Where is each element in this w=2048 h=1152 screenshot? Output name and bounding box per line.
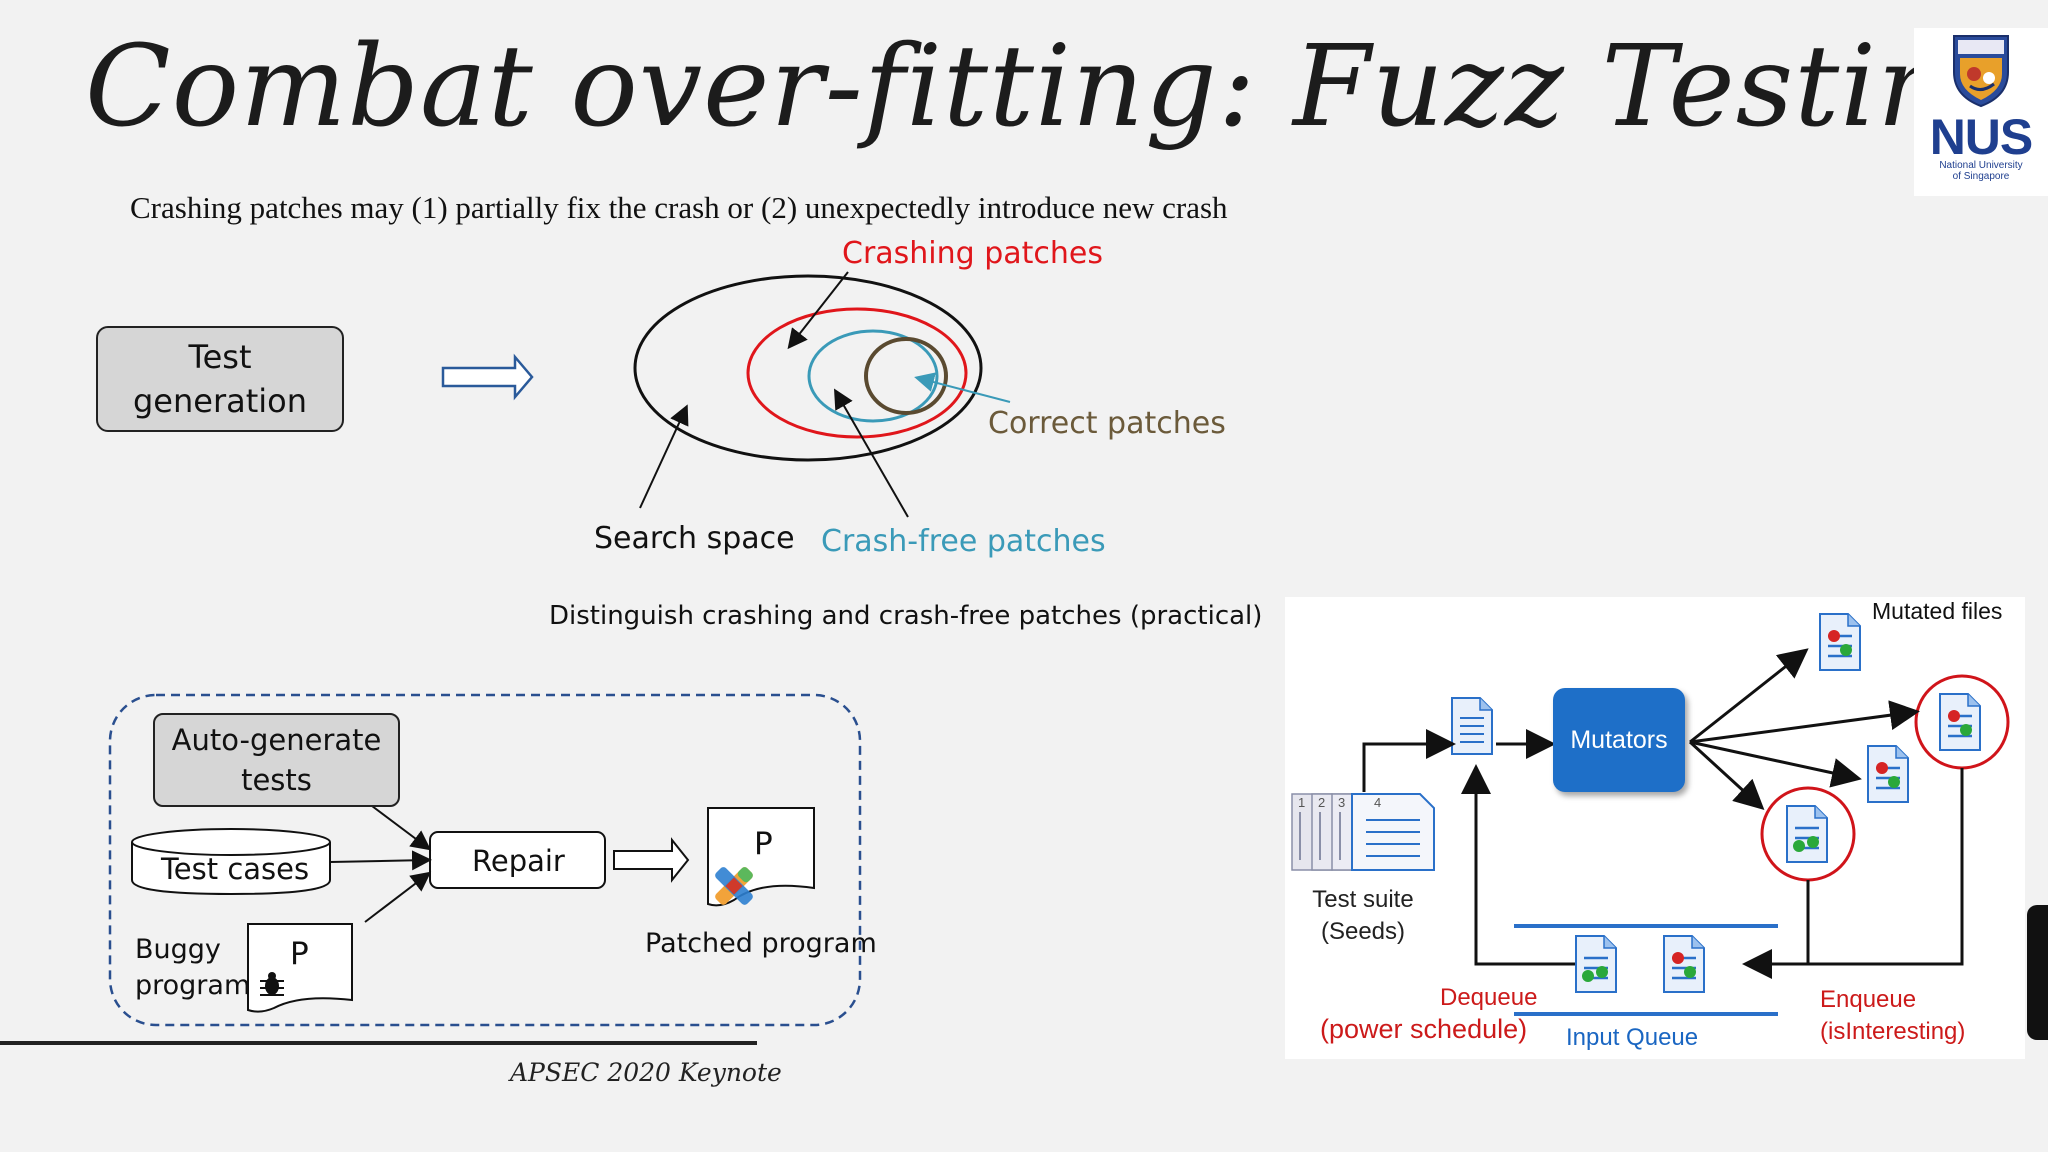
- power-schedule-label: (power schedule): [1320, 1014, 1528, 1044]
- nus-logo-subtitle-line1: National University: [1939, 160, 2023, 171]
- mutated-file-icon: [1818, 612, 1862, 672]
- test-cases-cylinder: [131, 842, 331, 896]
- seed-number-1: 1: [1298, 795, 1306, 810]
- test-generation-line1: Test: [188, 338, 252, 376]
- test-suite-line1: Test suite: [1312, 886, 1414, 913]
- nus-logo-subtitle: National University of Singapore: [1914, 160, 2048, 182]
- footer-text: APSEC 2020 Keynote: [510, 1058, 782, 1087]
- search-space-pointer: [639, 404, 689, 509]
- mutated-file-icon-interesting: [1938, 692, 1982, 752]
- test-suite-label: Test suite (Seeds): [1298, 884, 1428, 948]
- crashing-patches-ellipse: [746, 307, 968, 439]
- auto-generate-line1: Auto-generate: [171, 723, 382, 757]
- enqueue-label: Enqueue: [1820, 986, 1917, 1013]
- nus-logo: [1914, 28, 2048, 196]
- mutated-file-icon-interesting: [1785, 804, 1829, 864]
- queued-file-icon: [1662, 934, 1706, 994]
- crashing-pointer: [787, 271, 849, 350]
- slide-title: Combat over-fitting: Fuzz Testing: [85, 22, 2023, 152]
- patched-program-letter: P: [754, 826, 773, 862]
- crashing-patches-label: Crashing patches: [842, 236, 1104, 271]
- buggy-label-line1: Buggy: [135, 934, 221, 965]
- repair-dashed-region: [108, 693, 862, 1027]
- auto-generate-line2: tests: [241, 763, 312, 797]
- search-space-label: Search space: [594, 521, 795, 556]
- buggy-program-letter: P: [290, 936, 309, 972]
- venn-caption: Distinguish crashing and crash-free patc…: [549, 601, 1263, 631]
- crash-free-patches-label: Crash-free patches: [821, 524, 1106, 559]
- search-space-ellipse: [633, 274, 983, 462]
- mutated-file-icon: [1866, 744, 1910, 804]
- bandage-icon: [715, 867, 753, 905]
- repair-label: Repair: [472, 844, 565, 878]
- mutated-files-label: Mutated files: [1872, 598, 2003, 624]
- auto-generate-tests-box: Auto-generate tests: [153, 713, 400, 807]
- patched-program-label: Patched program: [645, 928, 877, 959]
- side-panel-handle[interactable]: [2027, 905, 2048, 1040]
- bug-icon: [260, 972, 284, 996]
- dequeue-label: Dequeue: [1440, 984, 1538, 1011]
- test-generation-box: Test generation: [96, 326, 344, 432]
- input-queue-label: Input Queue: [1566, 1024, 1699, 1051]
- nus-logo-subtitle-line2: of Singapore: [1952, 171, 2010, 182]
- seed-number-2: 2: [1318, 795, 1326, 810]
- footer-divider: [0, 1041, 757, 1045]
- crash-free-pointer: [834, 388, 909, 518]
- correct-patches-label: Correct patches: [988, 406, 1226, 441]
- slide-subtitle: Crashing patches may (1) partially fix t…: [130, 190, 1228, 225]
- crash-free-ellipse: [807, 329, 939, 423]
- mutators-box: Mutators: [1553, 688, 1685, 792]
- nus-crest-icon: [1953, 35, 2009, 108]
- repair-output-arrow-icon: [613, 837, 690, 883]
- seed-number-3: 3: [1338, 795, 1346, 810]
- nus-logo-name: NUS: [1929, 109, 2034, 165]
- test-cases-label: Test cases: [161, 852, 310, 886]
- test-suite-icon: [1291, 793, 1435, 871]
- implies-arrow-icon: [441, 353, 534, 401]
- test-suite-line2: (Seeds): [1320, 918, 1406, 945]
- buggy-label-line2: program: [135, 970, 251, 1001]
- is-interesting-label: (isInteresting): [1820, 1018, 1966, 1045]
- correct-patches-circle: [864, 337, 948, 415]
- queued-file-icon: [1574, 934, 1618, 994]
- seed-file-icon: [1451, 697, 1493, 755]
- test-generation-line2: generation: [132, 382, 308, 420]
- correct-pointer: [914, 372, 1011, 403]
- seed-number-4: 4: [1374, 795, 1382, 810]
- buggy-program-label: Buggy program: [135, 932, 250, 1004]
